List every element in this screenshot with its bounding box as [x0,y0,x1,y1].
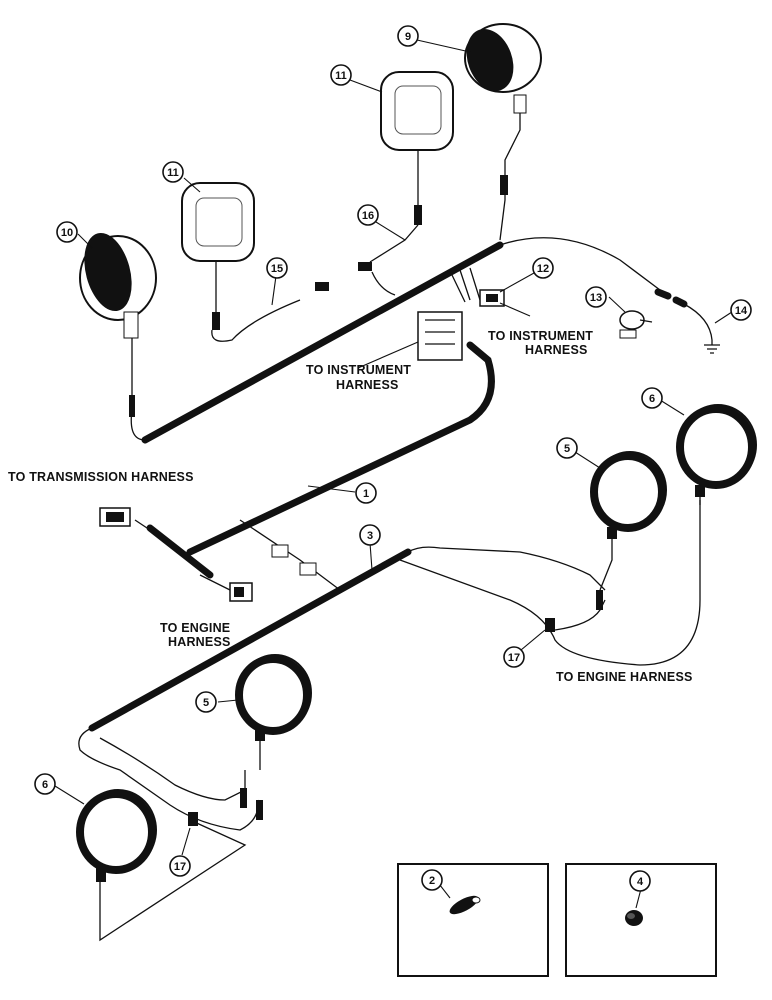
callout-14: 14 [730,299,752,321]
callout-16: 16 [357,204,379,226]
svg-text:17: 17 [174,861,186,873]
callout-3: 3 [359,524,381,546]
callout-17-left: 17 [169,855,191,877]
label-engine-harness-right: TO ENGINE HARNESS [556,670,693,684]
callout-9: 9 [397,25,419,47]
svg-text:6: 6 [649,393,655,405]
lamp-6-right [676,404,757,505]
callout-6-left: 6 [34,773,56,795]
lamp-10 [79,232,157,417]
callout-5-left: 5 [195,691,217,713]
lamp-5-left [235,654,312,820]
callout-5-right: 5 [556,437,578,459]
callout-12: 12 [532,257,554,279]
svg-text:11: 11 [335,70,347,82]
label-transmission-harness: TO TRANSMISSION HARNESS [8,470,194,484]
callout-4: 4 [629,870,651,892]
svg-text:6: 6 [42,779,48,791]
callout-13: 13 [585,286,607,308]
label-engine-harness-left-line2: HARNESS [168,635,231,649]
lamp-6-left [76,789,157,882]
svg-text:16: 16 [362,210,374,222]
callout-2: 2 [421,869,443,891]
svg-text:2: 2 [429,875,435,887]
label-instrument-harness-center-line2: HARNESS [336,378,399,392]
lamp-9 [464,23,542,241]
callout-15: 15 [266,257,288,279]
leader-lines [54,39,736,909]
part-13-switch [619,310,653,339]
svg-text:17: 17 [508,652,520,664]
inline-connectors [188,262,555,826]
svg-text:5: 5 [203,697,209,709]
part-14-ground [654,288,720,354]
svg-text:3: 3 [367,530,373,542]
callout-1: 1 [355,482,377,504]
main-harness [130,237,661,591]
callout-11-left: 11 [162,161,184,183]
callout-17-right: 17 [503,646,525,668]
svg-text:13: 13 [590,292,602,304]
label-instrument-harness-right-line2: HARNESS [525,343,588,357]
lamp-5-right [590,451,667,610]
engine-connector-left [229,582,253,602]
label-instrument-harness-right-line1: TO INSTRUMENT [488,329,593,343]
svg-text:4: 4 [637,876,644,888]
lamp-11-right [369,71,454,263]
sub-harness [78,500,701,942]
lamp-11-left [181,182,255,330]
callout-10: 10 [56,221,78,243]
svg-text:9: 9 [405,31,411,43]
callout-6-right: 6 [641,387,663,409]
inset-box-2 [397,863,549,977]
svg-text:1: 1 [363,488,369,500]
connector-12 [479,289,505,307]
svg-text:11: 11 [167,167,179,179]
svg-text:5: 5 [564,443,570,455]
svg-text:14: 14 [735,305,748,317]
instrument-connector-block [417,311,463,361]
svg-text:12: 12 [537,263,549,275]
transmission-connector [99,507,131,527]
svg-text:10: 10 [61,227,73,239]
label-instrument-harness-center-line1: TO INSTRUMENT [306,363,411,377]
svg-text:15: 15 [271,263,283,275]
callout-11-right: 11 [330,64,352,86]
label-engine-harness-left-line1: TO ENGINE [160,621,230,635]
